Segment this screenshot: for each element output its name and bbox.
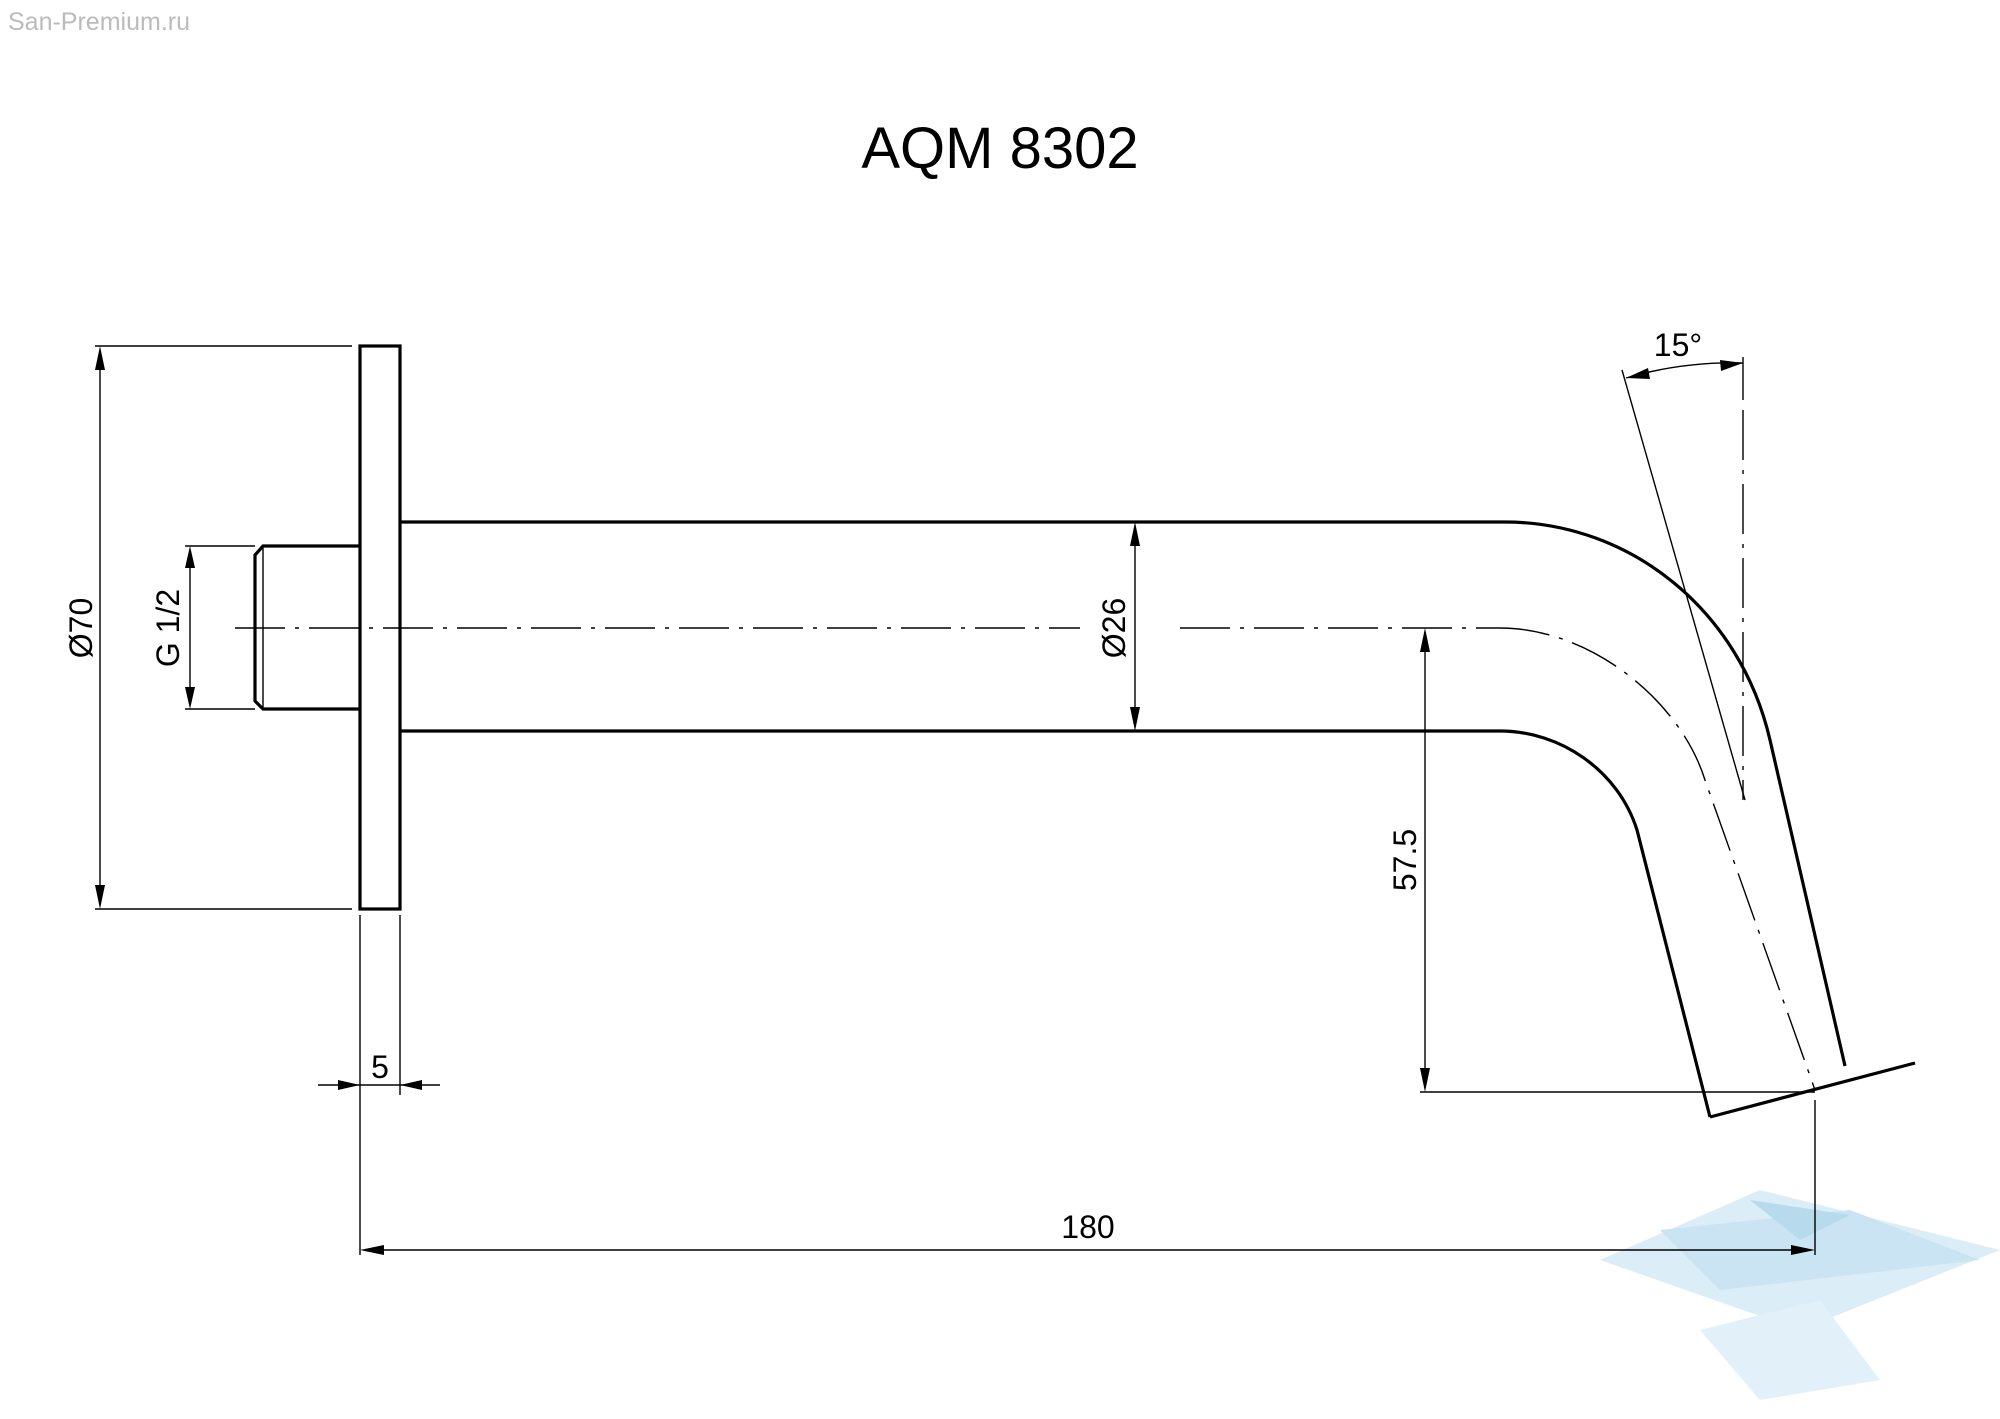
thread-arrow-bottom <box>185 687 195 709</box>
thread-arrow-top <box>185 546 195 568</box>
spout-bottom-edge <box>400 729 1712 1118</box>
length-arrow-left <box>360 1245 384 1255</box>
length-arrow-right <box>1791 1245 1815 1255</box>
d70-arrow-top <box>95 346 105 370</box>
watermark-logo <box>1600 1190 2000 1400</box>
d70-label: Ø70 <box>63 598 99 658</box>
drop-label: 57.5 <box>1387 829 1423 891</box>
angle-inclined-ref <box>1621 369 1746 801</box>
length-label: 180 <box>1061 1209 1114 1245</box>
drop-arrow-bottom <box>1420 1068 1430 1092</box>
spout-top-edge <box>400 520 1847 1067</box>
bend-centerline <box>1499 627 1816 1091</box>
spout-outlet-face <box>1709 1061 1916 1119</box>
thickness-arrow-right <box>400 1080 422 1090</box>
watermark-site-text: San-Premium.ru <box>8 8 190 36</box>
thickness-label: 5 <box>371 1049 389 1085</box>
drop-arrow-top <box>1420 628 1430 652</box>
angle-arrow-left <box>1626 368 1650 379</box>
d26-arrow-top <box>1130 522 1140 546</box>
d70-arrow-bottom <box>95 885 105 909</box>
drawing-title: AQM 8302 <box>861 116 1139 181</box>
thickness-arrow-left <box>338 1080 360 1090</box>
d26-label: Ø26 <box>1096 598 1132 658</box>
angle-label: 15° <box>1654 327 1702 363</box>
d26-arrow-bottom <box>1130 707 1140 731</box>
thread-label: G 1/2 <box>150 589 186 667</box>
angle-arrow-right <box>1720 360 1743 371</box>
